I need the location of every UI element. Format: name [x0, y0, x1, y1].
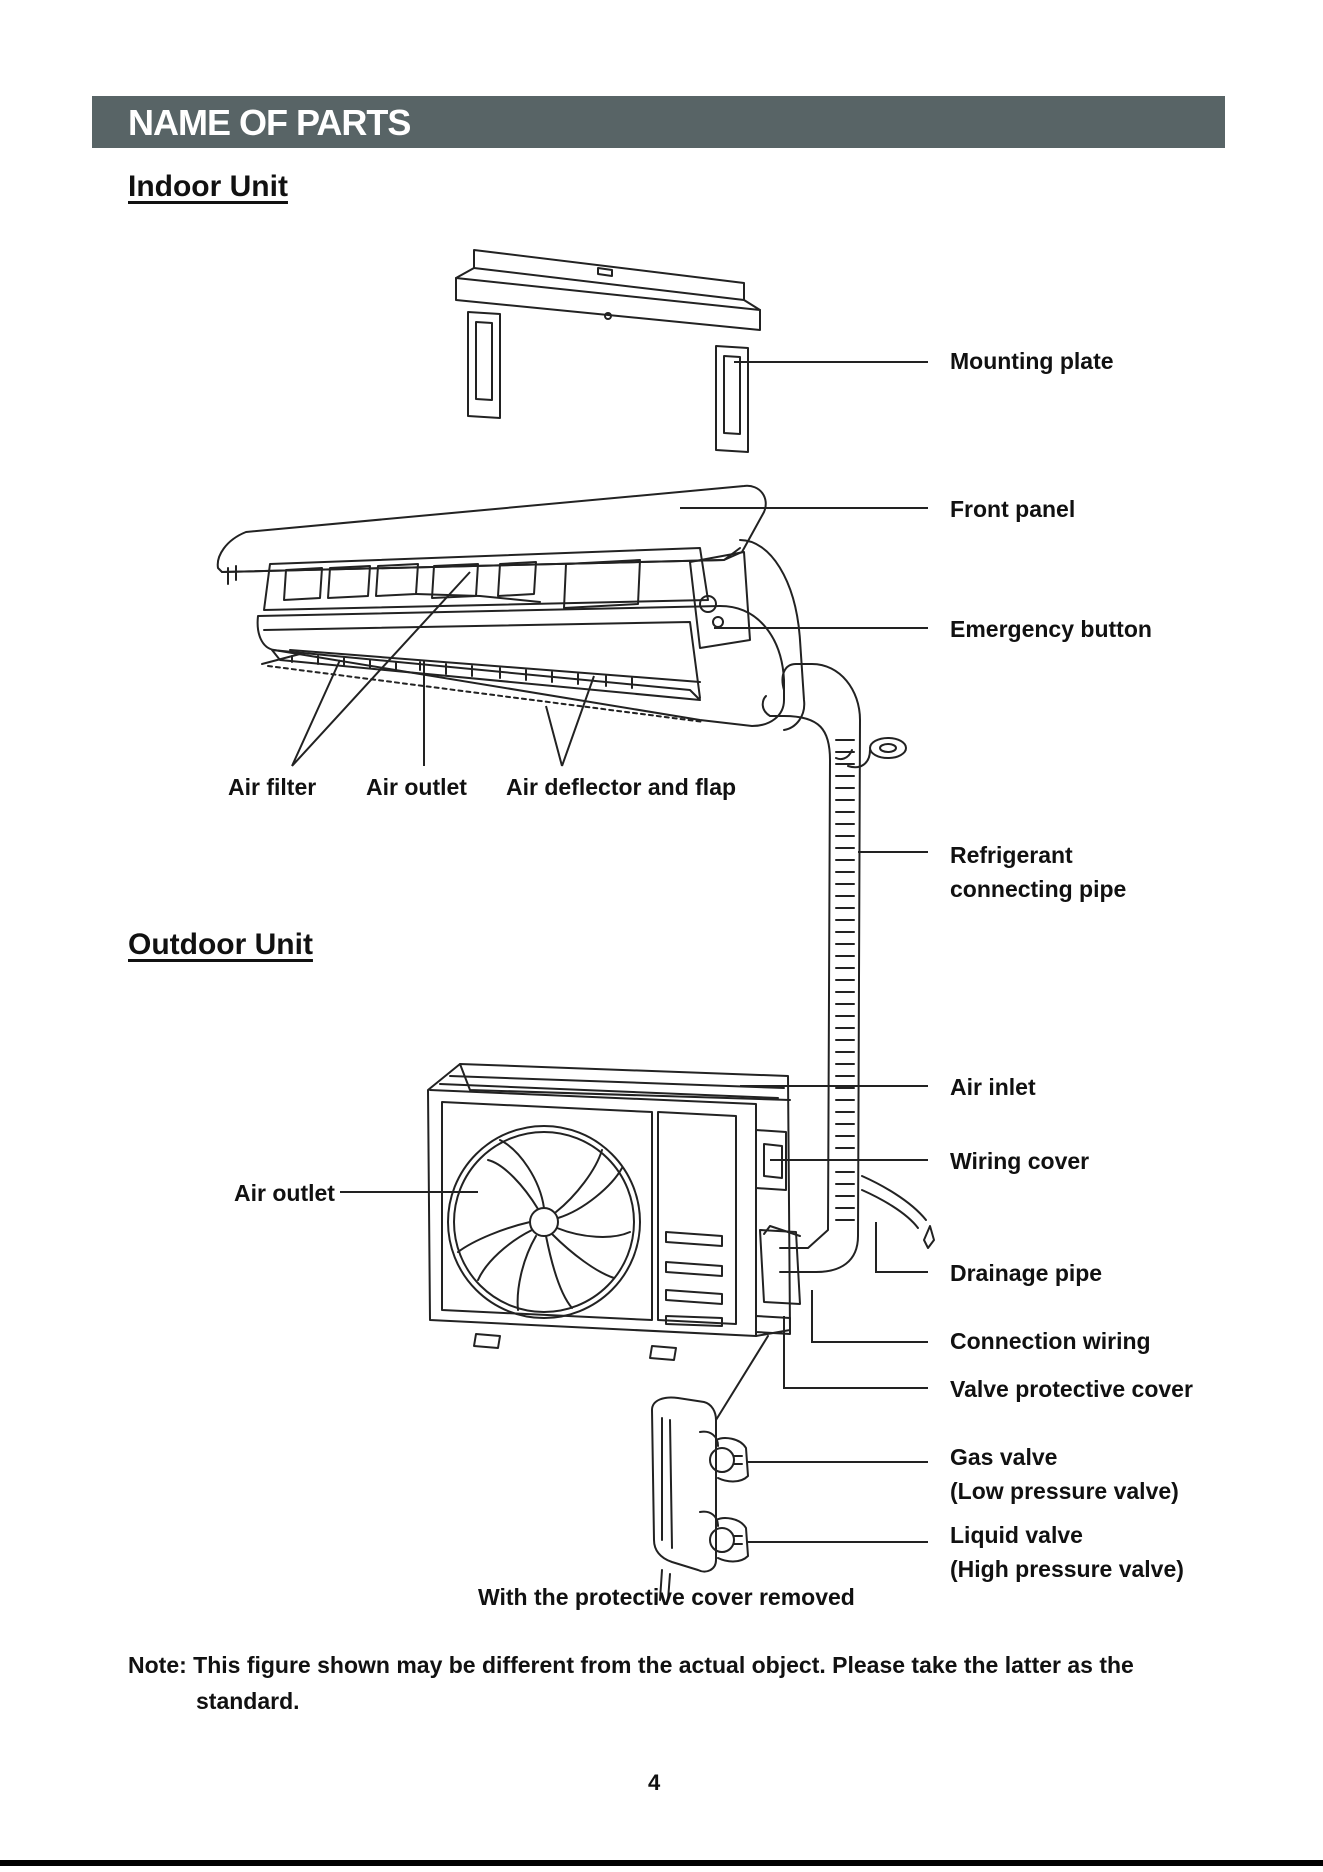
bottom-rule — [0, 1860, 1323, 1866]
label-liquid-valve: Liquid valve (High pressure valve) — [950, 1518, 1184, 1586]
label-drainage-pipe: Drainage pipe — [950, 1260, 1103, 1286]
label-air-inlet: Air inlet — [950, 1074, 1036, 1100]
label-valve-protective-cover: Valve protective cover — [950, 1376, 1193, 1402]
label-liquid-valve-line1: Liquid valve — [950, 1522, 1083, 1548]
leader-air-deflector — [545, 675, 595, 767]
leader-lines — [291, 361, 928, 1543]
label-connection-wiring: Connection wiring — [950, 1328, 1151, 1354]
page-number: 4 — [648, 1770, 661, 1795]
leader-connection-wiring — [811, 1290, 928, 1343]
label-refrigerant-line2: connecting pipe — [950, 876, 1127, 902]
label-liquid-valve-line2: (High pressure valve) — [950, 1556, 1184, 1582]
label-air-deflector-and-flap: Air deflector and flap — [506, 774, 737, 800]
page-title: NAME OF PARTS — [128, 102, 411, 143]
mounting-plate-drawing — [455, 249, 761, 453]
outdoor-unit-drawing — [427, 1063, 801, 1361]
note-line-1: Note: This figure shown may be different… — [128, 1652, 1134, 1678]
label-gas-valve-line1: Gas valve — [950, 1444, 1058, 1470]
refrigerant-pipe-drawing — [761, 663, 935, 1273]
label-refrigerant-connecting-pipe: Refrigerant connecting pipe — [950, 838, 1126, 906]
leader-valve-protective-cover — [783, 1316, 928, 1389]
label-air-outlet-outdoor: Air outlet — [234, 1180, 335, 1206]
label-air-outlet-indoor: Air outlet — [366, 774, 467, 800]
outdoor-unit-heading: Outdoor Unit — [128, 928, 313, 961]
title-banner: NAME OF PARTS — [92, 96, 1225, 148]
leader-air-filter — [291, 571, 471, 767]
label-gas-valve-line2: (Low pressure valve) — [950, 1478, 1179, 1504]
valve-assembly-drawing — [651, 1335, 769, 1601]
label-mounting-plate: Mounting plate — [950, 348, 1114, 374]
label-air-filter: Air filter — [228, 774, 317, 800]
label-protective-cover-removed: With the protective cover removed — [478, 1584, 855, 1610]
label-refrigerant-line1: Refrigerant — [950, 842, 1073, 868]
leader-drainage-pipe — [875, 1222, 928, 1273]
label-wiring-cover: Wiring cover — [950, 1148, 1090, 1174]
label-emergency-button: Emergency button — [950, 616, 1152, 642]
label-front-panel: Front panel — [950, 496, 1076, 522]
indoor-unit-heading: Indoor Unit — [128, 170, 288, 203]
note-line-2: standard. — [196, 1688, 300, 1714]
indoor-unit-drawing — [216, 484, 806, 731]
label-gas-valve: Gas valve (Low pressure valve) — [950, 1440, 1179, 1508]
